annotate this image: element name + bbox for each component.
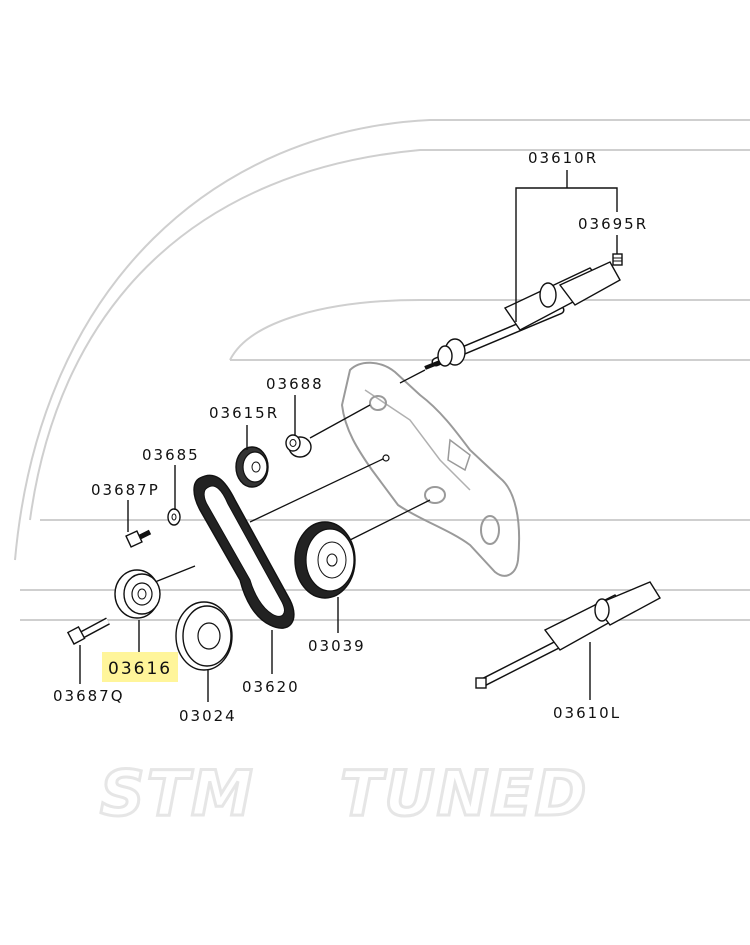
- dowel-pin: [382, 454, 390, 462]
- engine-housing: [340, 361, 521, 577]
- sprocket-03615R: [235, 446, 269, 488]
- label-03610R: 03610R: [528, 149, 598, 167]
- balance-shaft-left: [475, 581, 661, 689]
- watermark-tuned: TUNED: [340, 757, 588, 830]
- label-03610L: 03610L: [553, 704, 621, 722]
- watermark-stm: STM: [100, 757, 255, 830]
- sprocket-03039: [294, 521, 356, 599]
- label-03695R: 03695R: [578, 215, 648, 233]
- spacer-03688: [285, 434, 312, 458]
- background-logo-swoosh: [14, 119, 750, 621]
- label-03615R: 03615R: [209, 404, 279, 422]
- washer-hole: [171, 513, 177, 521]
- plug-03695R: [612, 253, 623, 266]
- idler-pulley-03616: [114, 569, 161, 619]
- bolt-03687Q: [66, 617, 110, 645]
- leader-lines: [79, 170, 618, 702]
- label-03688: 03688: [266, 375, 324, 393]
- timing-belt-03620: [193, 474, 295, 629]
- highlight-03616: [102, 652, 178, 682]
- part-labels: 03610R 03695R 03688 03615R 03685 03687P …: [53, 149, 648, 725]
- label-03620: 03620: [242, 678, 300, 696]
- label-03685: 03685: [142, 446, 200, 464]
- watermark: STM TUNED: [99, 756, 588, 832]
- balance-shaft-right: [424, 261, 621, 370]
- crank-sprocket-03024: [175, 601, 233, 671]
- label-03687Q: 03687Q: [53, 687, 125, 705]
- bolt-03687P: [125, 529, 152, 548]
- label-03616: 03616: [108, 659, 172, 679]
- label-03039: 03039: [308, 637, 366, 655]
- label-03024: 03024: [179, 707, 237, 725]
- label-03687P: 03687P: [91, 481, 160, 499]
- assembly-lines: [154, 369, 431, 583]
